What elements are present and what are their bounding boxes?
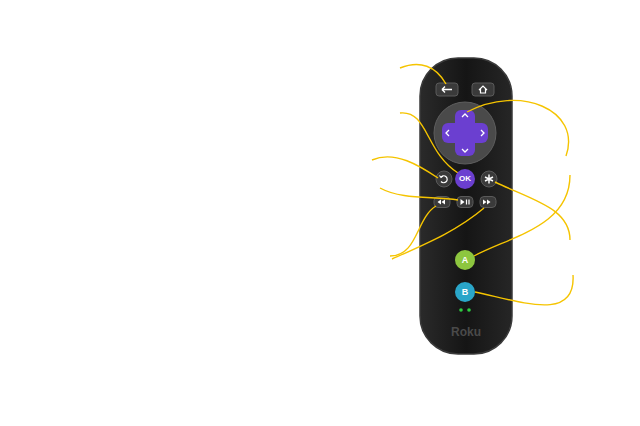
- back-icon: [442, 87, 452, 93]
- star-icon: [485, 175, 493, 184]
- leader-line: [495, 182, 570, 240]
- home-button: [472, 83, 494, 96]
- button-label: B: [462, 288, 469, 297]
- leader-line: [380, 188, 458, 200]
- brand-logo: Roku: [451, 326, 481, 338]
- button-label: OK: [459, 175, 471, 183]
- leader-line: [390, 206, 436, 256]
- play-pause-button: [457, 197, 473, 208]
- dpad-ring: [434, 102, 496, 164]
- back-button: [436, 83, 458, 96]
- fast-forward-icon: [483, 200, 491, 205]
- remote-body: [420, 58, 512, 354]
- ok-button: OK: [455, 169, 475, 189]
- fast-forward-button: [480, 197, 496, 208]
- leader-line: [372, 157, 438, 178]
- leader-lines: [372, 65, 573, 305]
- led: [459, 308, 463, 312]
- leader-line: [400, 65, 446, 84]
- pause-icon: [467, 200, 470, 205]
- replay-arrow: [440, 176, 444, 178]
- b-button: B: [455, 282, 475, 302]
- star-button: [481, 171, 497, 187]
- remote-body-node: Roku OK A B: [420, 58, 512, 354]
- leader-line: [475, 275, 573, 305]
- led: [467, 308, 471, 312]
- play-icon: [461, 199, 465, 205]
- leader-line: [467, 100, 569, 156]
- replay-button: [436, 171, 452, 187]
- dpad-horizontal: [442, 123, 488, 143]
- leader-line: [400, 113, 458, 173]
- button-label: A: [462, 256, 469, 265]
- home-icon: [479, 86, 487, 93]
- dpad-chevrons: [446, 114, 484, 152]
- leader-line: [474, 175, 570, 256]
- rewind-icon: [438, 200, 446, 205]
- a-button: A: [455, 250, 475, 270]
